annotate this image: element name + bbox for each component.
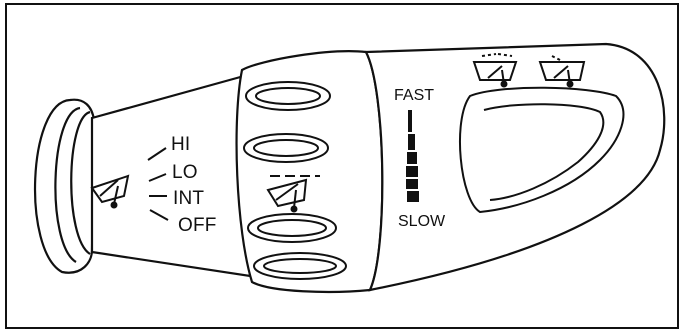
- stalk-base: [35, 100, 94, 273]
- position-label-off: OFF: [178, 215, 217, 236]
- stalk-body: [92, 76, 250, 276]
- position-label-lo: LO: [172, 162, 198, 183]
- position-label-hi: HI: [171, 134, 190, 155]
- position-label-int: INT: [173, 188, 204, 209]
- rotary-collar: [237, 51, 383, 292]
- speed-label-fast: FAST: [394, 87, 434, 104]
- speed-label-slow: SLOW: [398, 213, 446, 230]
